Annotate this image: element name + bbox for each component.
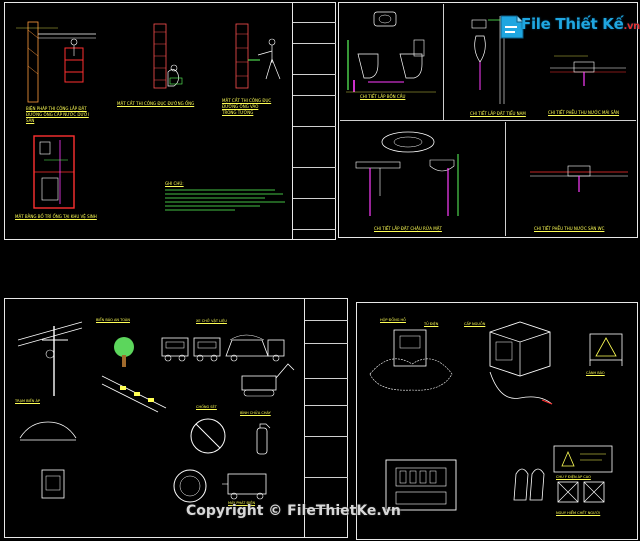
tree-icon xyxy=(114,337,134,367)
drawing-sheet-top-left[interactable] xyxy=(4,2,336,240)
caption-roof-drain-detail: CHI TIẾT PHỄU THU NƯỚC MÁI SÂN xyxy=(548,110,620,115)
pipe-into-wall-drawing xyxy=(235,23,281,89)
fire-extinguisher-icon xyxy=(256,423,271,455)
caption-floor-pipe-method: BIỆN PHÁP THI CÔNG LẮP ĐẶT ĐƯỜNG ỐNG CẤP… xyxy=(26,106,89,123)
caption-pipe-into-wall: MẶT CẮT THI CÔNG ĐỤC ĐƯỜNG ỐNG VÀO TRONG… xyxy=(222,98,272,115)
sheet-2-vdivider-2 xyxy=(505,122,506,236)
caption-extinguisher: BÌNH CHỮA CHÁY xyxy=(240,411,271,415)
caption-lightning: CHỐNG SÉT xyxy=(196,405,217,409)
floor-pipe-drawing xyxy=(16,21,96,103)
round-sign-icon xyxy=(173,469,207,503)
title-block-bottom-left xyxy=(304,298,348,538)
caption-transformer: TRẠM BIẾN ÁP xyxy=(15,399,40,403)
meter-box-drawing xyxy=(369,329,453,391)
danger-panel-icon xyxy=(553,445,613,473)
caption-urinal-detail: CHI TIẾT LẮP ĐẶT TIỂU NAM xyxy=(470,111,526,116)
caption-basin-detail: CHI TIẾT LẮP ĐẶT CHẬU RỬA MẶT xyxy=(374,226,442,231)
road-barrier-drawing xyxy=(101,375,167,413)
no-entry-sign-icon xyxy=(190,418,226,454)
drawing-sheet-bottom-left[interactable] xyxy=(4,298,348,538)
caption-meter-box: HỘP ĐỒNG HỒ xyxy=(380,318,406,322)
generator-icon xyxy=(222,473,267,500)
caption-warning: CẢNH BÁO xyxy=(586,371,605,375)
cable-line-drawing xyxy=(489,371,553,405)
caption-wall-chase-section: MẶT CẮT THI CÔNG ĐỤC ĐƯỜNG ỐNG xyxy=(117,101,195,106)
copyright-watermark: Copyright © FileThietKe.vn xyxy=(186,503,401,519)
title-block-top-left xyxy=(292,2,336,240)
toilet-detail-drawing xyxy=(346,11,436,93)
basin-detail-drawing xyxy=(355,131,459,216)
roof-drain-detail-drawing xyxy=(550,55,626,86)
caption-generator: MÁY PHÁT ĐIỆN xyxy=(228,501,256,505)
power-pole-drawing xyxy=(17,321,83,396)
caption-wc-layout-plan: MẶT BẰNG BỐ TRÍ ỐNG TẠI KHU VỆ SINH xyxy=(15,214,97,219)
file-thiet-ke-logo-icon xyxy=(500,15,524,39)
caption-floor-drain-detail: CHI TIẾT PHỄU THU NƯỚC SÀN WC xyxy=(534,226,605,231)
caption-electrical-cabinet: TỦ ĐIỆN xyxy=(424,322,439,326)
gloves-icon xyxy=(513,468,545,501)
cabinet-3d-drawing xyxy=(489,321,551,377)
urinal-detail-drawing xyxy=(471,16,510,104)
floor-drain-detail-drawing xyxy=(530,165,628,192)
caption-safety-signs: BIỂN BÁO AN TOÀN xyxy=(96,318,130,322)
toilet-cabin-icon xyxy=(41,469,65,499)
caption-power-supply: CẤP NGUỒN xyxy=(464,322,486,326)
caption-trucks: XE CHỞ VẬT LIỆU xyxy=(196,319,227,323)
sheet-2-vdivider-1 xyxy=(443,4,444,120)
warning-sign-icon xyxy=(589,333,623,366)
caption-notes: GHI CHÚ: xyxy=(165,181,184,186)
caption-danger: NGUY HIỂM CHẾT NGƯỜI xyxy=(556,511,601,515)
excavator-drawing xyxy=(241,363,295,397)
notes-text-block xyxy=(165,189,285,211)
wall-chase-drawing xyxy=(153,23,183,89)
cross-box-icons xyxy=(557,481,605,503)
truck-row-drawing xyxy=(161,334,285,362)
drawing-sheet-top-right[interactable] xyxy=(338,2,638,238)
brand-name: File Thiết Kế.vn xyxy=(521,15,640,33)
sheet-2-divider xyxy=(340,120,636,121)
wc-layout-plan xyxy=(33,135,75,209)
caption-toilet-detail: CHI TIẾT LẮP BỒN CẦU xyxy=(360,94,406,99)
fence-barrier-drawing xyxy=(19,421,77,441)
switchboard-drawing xyxy=(385,459,457,511)
drawing-sheet-bottom-right[interactable] xyxy=(356,302,638,540)
caption-high-voltage: CHÚ Ý ĐIỆN ÁP CAO xyxy=(556,475,591,479)
